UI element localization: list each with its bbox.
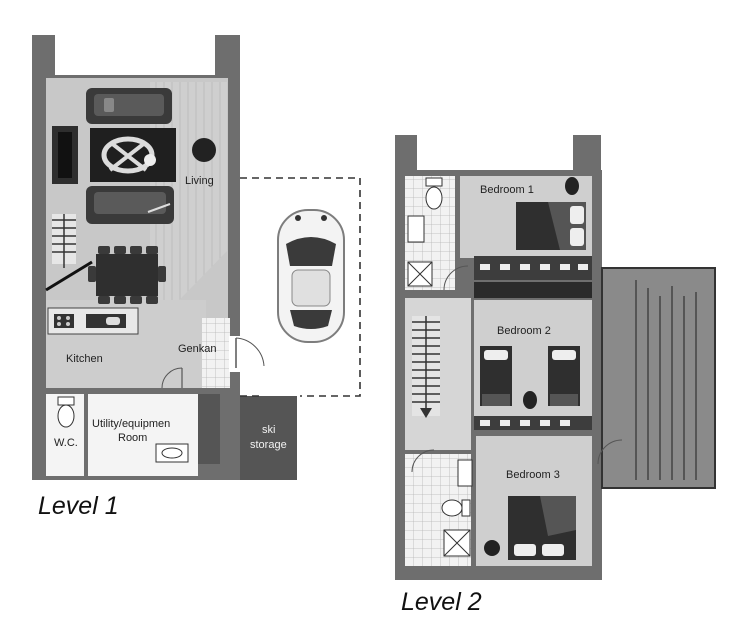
bedroom-1-label: Bedroom 1 xyxy=(480,184,534,196)
stair-level-1 xyxy=(45,214,93,292)
parking-outline xyxy=(240,177,361,397)
utility-label-line-2: Room xyxy=(118,432,147,444)
level-2-plan: Bedroom 1 Bedroom 2 Bedroom 3 xyxy=(395,135,716,580)
kitchen-label: Kitchen xyxy=(66,353,103,365)
genkan-label: Genkan xyxy=(178,343,217,355)
ski-storage-label-line-2: storage xyxy=(250,439,287,451)
level-2-caption: Level 2 xyxy=(401,588,482,616)
stair-level-2 xyxy=(412,316,440,418)
toilet-level-2-bottom xyxy=(441,499,471,517)
car xyxy=(277,209,345,343)
sink-bath-1 xyxy=(407,215,425,243)
ski-storage xyxy=(240,396,297,480)
wc-label: W.C. xyxy=(54,437,78,449)
level-1-caption: Level 1 xyxy=(38,492,119,520)
living-label: Living xyxy=(185,175,214,187)
sofa-top xyxy=(86,88,172,124)
bed-bedroom-3 xyxy=(508,496,576,560)
genkan-floor xyxy=(202,318,230,390)
sink-bath-2 xyxy=(457,459,473,487)
bed-bedroom-2-right xyxy=(548,346,580,406)
bedroom-3-label: Bedroom 3 xyxy=(506,469,560,481)
deck xyxy=(601,267,716,489)
bed-bedroom-2-left xyxy=(480,346,512,406)
toilet-level-1 xyxy=(57,396,75,428)
bedroom-2-label: Bedroom 2 xyxy=(497,325,551,337)
utility-label-line-1: Utility/equipmen xyxy=(92,418,170,430)
rug xyxy=(90,128,176,182)
wardrobe-1 xyxy=(474,256,592,280)
toilet-level-2-top xyxy=(425,177,443,210)
sofa-bottom xyxy=(86,186,174,224)
plant xyxy=(192,138,216,162)
ski-storage-label-line-1: ski xyxy=(262,424,275,436)
bed-bedroom-1 xyxy=(516,202,586,250)
kitchen-counter xyxy=(47,307,139,335)
level-1-plan: Living Kitchen Genkan Utility/equipmen R… xyxy=(32,35,361,480)
dining-table xyxy=(88,246,166,304)
utility-sink xyxy=(155,443,189,463)
wardrobe-2 xyxy=(474,416,592,430)
